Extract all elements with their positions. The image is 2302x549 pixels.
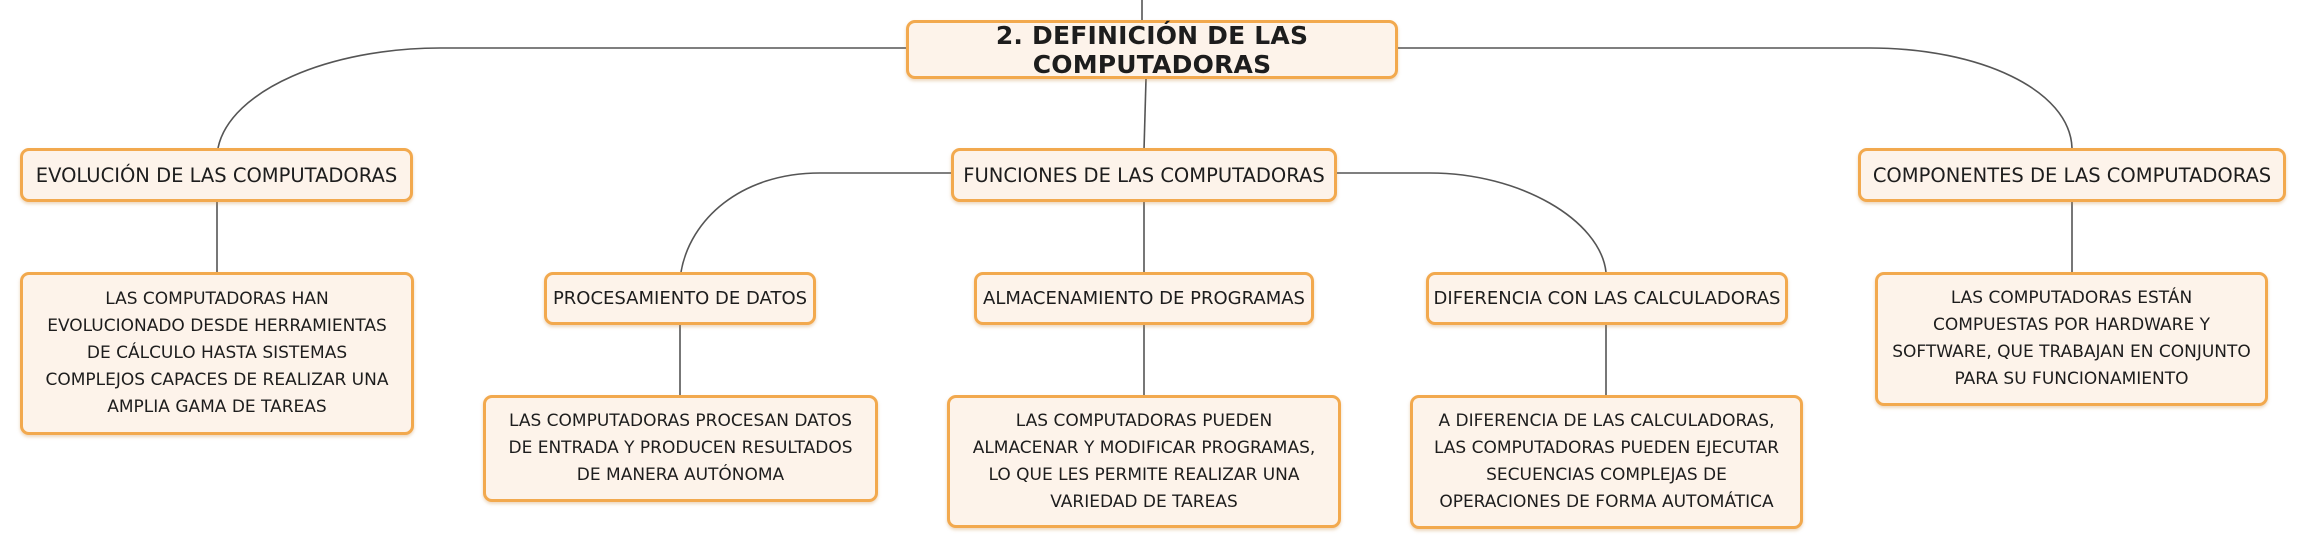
connector-root-evolucion: [217, 47, 906, 149]
topic-evolucion[interactable]: EVOLUCIÓN DE LAS COMPUTADORAS: [20, 148, 413, 202]
topic-evolucion-label: EVOLUCIÓN DE LAS COMPUTADORAS: [35, 163, 398, 187]
detail-componentes-text: LAS COMPUTADORAS ESTÁN COMPUESTAS POR HA…: [1892, 288, 2251, 389]
connector-root-funciones: [1143, 78, 1147, 151]
subtopic-almacenamiento[interactable]: ALMACENAMIENTO DE PROGRAMAS: [974, 272, 1314, 325]
detail-evolucion[interactable]: LAS COMPUTADORAS HAN EVOLUCIONADO DESDE …: [20, 272, 414, 435]
detail-procesamiento-text: LAS COMPUTADORAS PROCESAN DATOS DE ENTRA…: [508, 411, 853, 485]
root-node[interactable]: 2. DEFINICIÓN DE LAS COMPUTADORAS: [906, 20, 1398, 79]
detail-almacenamiento[interactable]: LAS COMPUTADORAS PUEDEN ALMACENAR Y MODI…: [947, 395, 1341, 528]
root-label: 2. DEFINICIÓN DE LAS COMPUTADORAS: [995, 20, 1309, 79]
topic-componentes-label: COMPONENTES DE LAS COMPUTADORAS: [1872, 163, 2272, 187]
connector-funciones-diferencia: [1337, 172, 1607, 273]
detail-diferencia[interactable]: A DIFERENCIA DE LAS CALCULADORAS, LAS CO…: [1410, 395, 1803, 529]
subtopic-procesamiento-label: PROCESAMIENTO DE DATOS: [552, 288, 808, 309]
topic-funciones-label: FUNCIONES DE LAS COMPUTADORAS: [963, 163, 1325, 187]
subtopic-almacenamiento-label: ALMACENAMIENTO DE PROGRAMAS: [983, 288, 1305, 309]
detail-componentes[interactable]: LAS COMPUTADORAS ESTÁN COMPUESTAS POR HA…: [1875, 272, 2268, 406]
connector-funciones-procesamiento: [680, 172, 951, 273]
detail-diferencia-text: A DIFERENCIA DE LAS CALCULADORAS, LAS CO…: [1433, 411, 1780, 512]
topic-funciones[interactable]: FUNCIONES DE LAS COMPUTADORAS: [951, 148, 1337, 202]
detail-evolucion-text: LAS COMPUTADORAS HAN EVOLUCIONADO DESDE …: [45, 289, 389, 417]
topic-componentes[interactable]: COMPONENTES DE LAS COMPUTADORAS: [1858, 148, 2286, 202]
subtopic-procesamiento[interactable]: PROCESAMIENTO DE DATOS: [544, 272, 816, 325]
detail-almacenamiento-text: LAS COMPUTADORAS PUEDEN ALMACENAR Y MODI…: [972, 410, 1316, 512]
detail-procesamiento[interactable]: LAS COMPUTADORAS PROCESAN DATOS DE ENTRA…: [483, 395, 878, 502]
connector-root-componentes: [1398, 47, 2073, 149]
subtopic-diferencia[interactable]: DIFERENCIA CON LAS CALCULADORAS: [1426, 272, 1788, 325]
subtopic-diferencia-label: DIFERENCIA CON LAS CALCULADORAS: [1433, 288, 1781, 309]
